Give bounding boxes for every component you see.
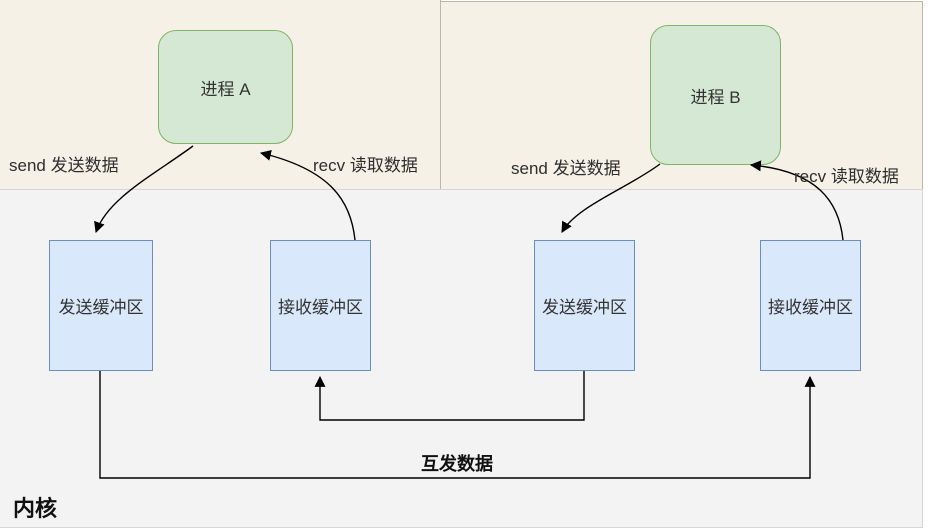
exchange-data-label: 互发数据 — [421, 454, 493, 474]
process-a-node: 进程 A — [158, 30, 293, 144]
recv-buffer-a-label: 接收缓冲区 — [278, 298, 363, 317]
send-buffer-a-label: 发送缓冲区 — [58, 298, 144, 317]
send-buffer-b-label: 发送缓冲区 — [542, 298, 627, 317]
send-buffer-b-node: 发送缓冲区 — [534, 240, 635, 371]
recv-buffer-b-node: 接收缓冲区 — [760, 240, 861, 371]
edge-label-a-recv: recv 读取数据 — [313, 156, 418, 175]
recv-buffer-b-label: 接收缓冲区 — [768, 298, 853, 317]
kernel-label: 内核 — [13, 496, 58, 521]
process-a-label: 进程 A — [200, 79, 251, 99]
process-b-label: 进程 B — [690, 87, 741, 107]
send-buffer-a-node: 发送缓冲区 — [49, 240, 153, 371]
recv-buffer-a-node: 接收缓冲区 — [270, 240, 371, 371]
edge-label-b-send: send 发送数据 — [511, 159, 621, 178]
process-b-node: 进程 B — [650, 25, 781, 165]
edge-label-b-recv: recv 读取数据 — [794, 167, 899, 186]
edge-label-a-send: send 发送数据 — [9, 156, 119, 175]
